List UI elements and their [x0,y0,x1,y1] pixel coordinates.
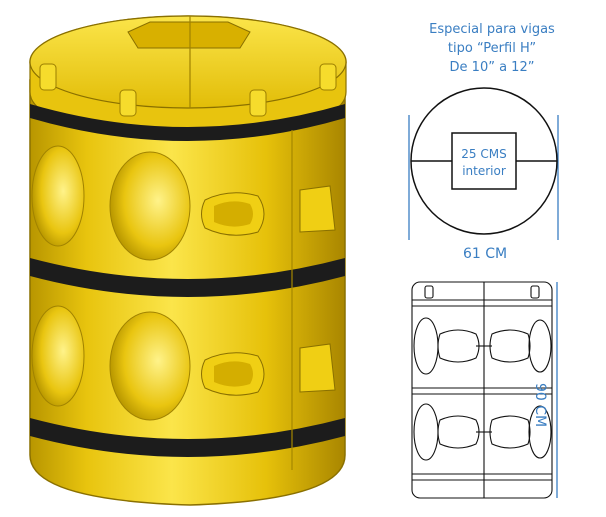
side-view-outline [411,281,553,499]
protector-top-recess [127,21,251,49]
rim-tab [249,89,267,117]
black-band [30,258,345,297]
inner-size-value: 25 CMS [461,147,507,161]
column-protector-render [29,15,347,506]
inner-size-label: 25 CMS interior [452,146,516,180]
rim-tab [319,63,337,91]
dimple [109,311,191,421]
dimple-slot [299,185,336,233]
dimple [31,305,85,407]
side-view-drawing [411,281,558,499]
rim-tab [39,63,57,91]
inner-square [451,132,517,190]
black-band [30,104,345,141]
caption-line-2: tipo “Perfil H” [447,41,537,56]
dimple [31,145,85,247]
beam-type-caption: Especial para vigas tipo “Perfil H” De 1… [392,20,592,77]
dimple-slot [299,343,336,393]
inner-size-text: interior [462,164,506,178]
caption-line-1: Especial para vigas [429,22,555,37]
rim-tab [119,89,137,117]
black-band [30,418,345,457]
dimple [109,151,191,261]
caption-line-3: De 10” a 12” [449,60,535,75]
width-label: 61 CM [462,246,508,262]
height-label: 90 CM [532,383,548,428]
top-view-drawing [408,87,559,240]
